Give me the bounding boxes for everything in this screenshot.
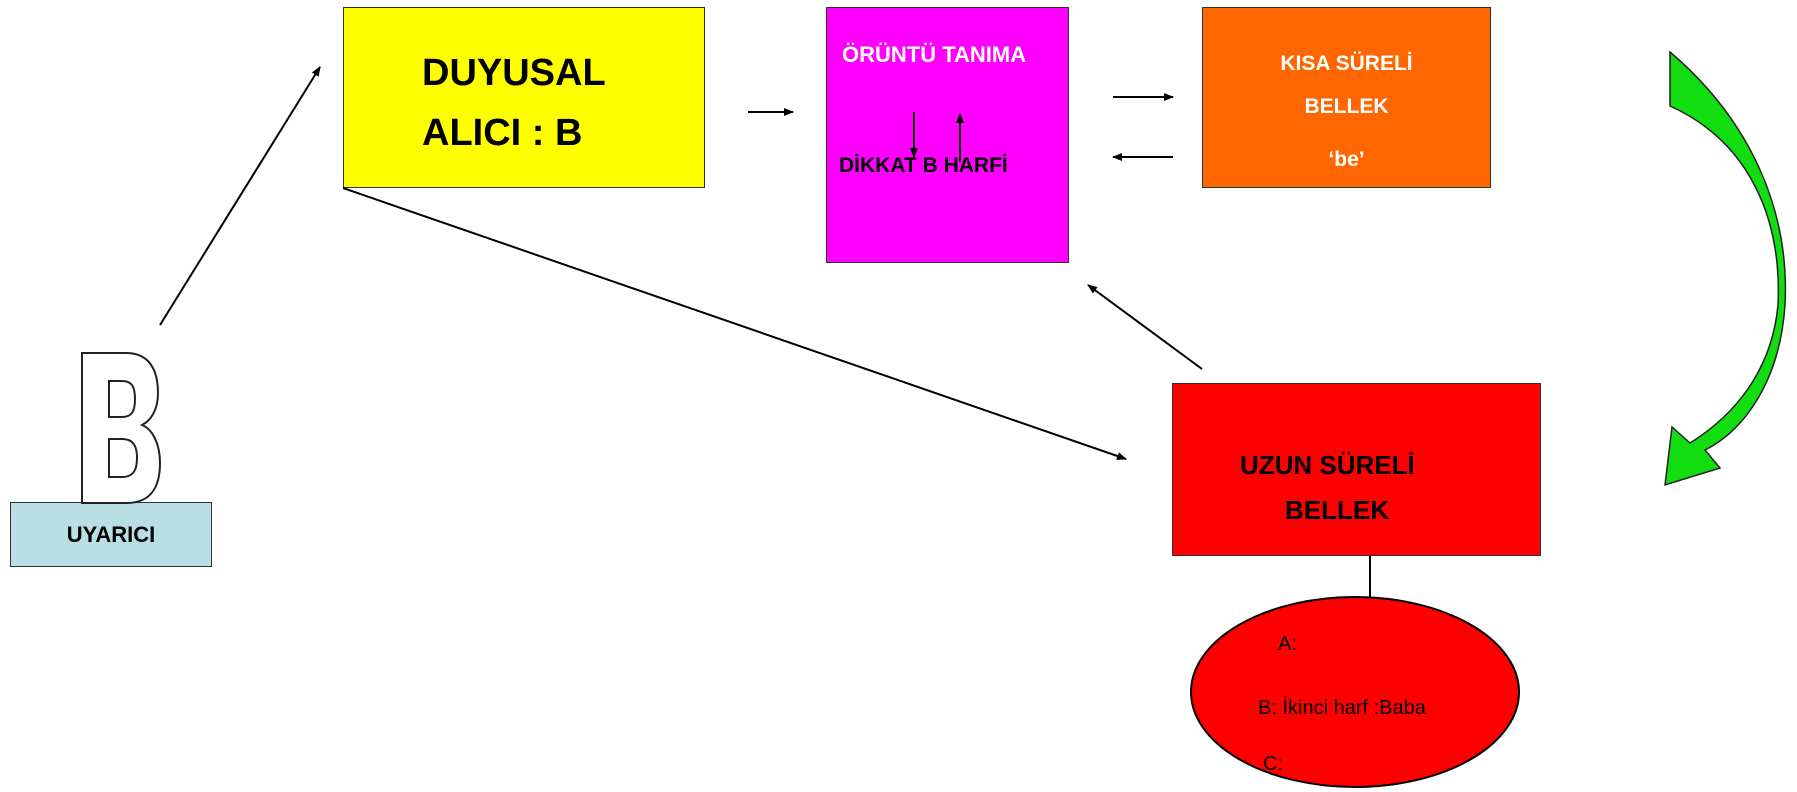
kisa-line3: ‘be’	[1328, 148, 1365, 171]
uzun-line1: UZUN SÜRELİ	[1240, 450, 1415, 480]
green-curved-arrow	[1664, 50, 1787, 487]
memory-line-a: A:	[1278, 633, 1297, 655]
uzun-sureli-bellek-box	[1172, 383, 1541, 556]
duyusal-line1: DUYUSAL	[422, 52, 606, 94]
oruntu-tanima-box	[826, 7, 1069, 263]
arrow-uzun-to-oruntu	[1087, 284, 1203, 370]
uzun-line2: BELLEK	[1285, 495, 1389, 525]
duyusal-line2: ALICI : B	[422, 112, 583, 154]
kisa-sureli-bellek-box	[1202, 7, 1491, 188]
memory-ellipse	[1190, 596, 1520, 788]
uyarici-box	[10, 502, 212, 567]
memory-line-b: B: İkinci harf :Baba	[1258, 697, 1426, 719]
arrow-stimulus-to-duyusal	[159, 66, 321, 326]
memory-line-c: C:	[1263, 753, 1283, 775]
oruntu-text-clip: ÖRÜNTÜ TANIMA DİKKAT B HARFİ	[826, 7, 1069, 263]
stimulus-letter-b	[81, 352, 162, 504]
arrow-duyusal-to-uzun	[342, 187, 1127, 460]
kisa-line1: KISA SÜRELİ	[1280, 52, 1413, 75]
oruntu-subtitle: DİKKAT B HARFİ	[839, 154, 1008, 177]
duyusal-alici-box	[343, 7, 705, 188]
oruntu-title: ÖRÜNTÜ TANIMA	[842, 42, 1027, 67]
kisa-line2: BELLEK	[1304, 95, 1389, 118]
uyarici-label: UYARICI	[66, 522, 156, 547]
